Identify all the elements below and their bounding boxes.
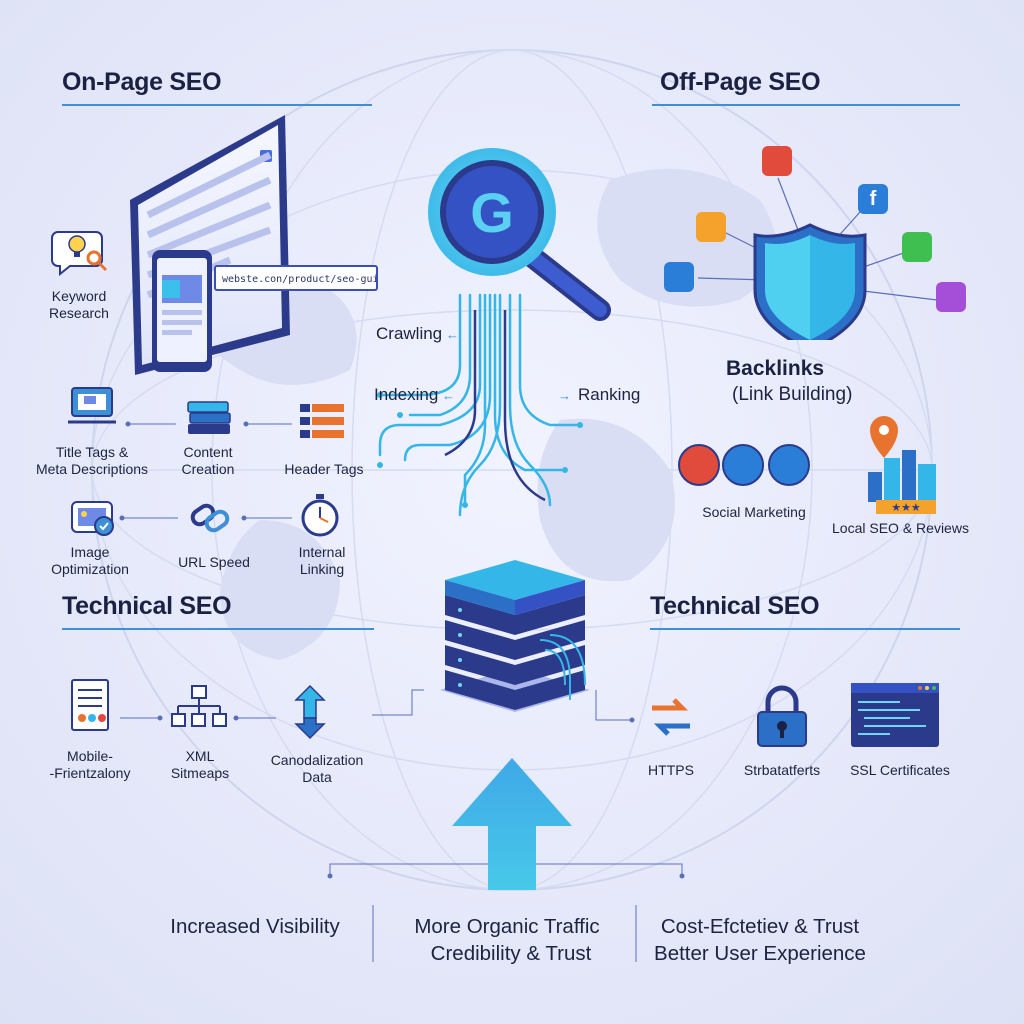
benefit-cost-effective: Cost-Efctetiev & Trust bbox=[660, 915, 860, 938]
monitor-phone-illustration bbox=[130, 115, 290, 375]
indexing-label: Indexing bbox=[374, 385, 439, 404]
lightbulb-search-icon bbox=[51, 231, 108, 276]
url-bar: webste.con/product/seo-guide bbox=[214, 265, 378, 291]
google-g-letter: G bbox=[470, 181, 514, 244]
link-icon bbox=[190, 503, 230, 533]
title-tags-icon bbox=[68, 387, 116, 424]
image-optimization-label: Image Optimization bbox=[51, 544, 129, 577]
arrow-right-icon: → bbox=[558, 388, 571, 403]
twitter-circle-icon bbox=[722, 444, 764, 486]
content-creation-label: Content Creation bbox=[181, 444, 235, 477]
technical-left-divider bbox=[62, 628, 374, 630]
up-arrow-icon bbox=[452, 758, 572, 890]
header-tags-label: Header Tags bbox=[284, 461, 364, 477]
content-creation-icon bbox=[187, 401, 231, 434]
refresh-arrows-icon bbox=[652, 698, 690, 736]
svg-text:★★★: ★★★ bbox=[891, 501, 921, 514]
crawling-label: Crawling bbox=[376, 324, 443, 343]
ssl-certificates-label: SSL Certificates bbox=[850, 762, 950, 778]
structured-data-label: Strbatatferts bbox=[743, 762, 821, 778]
vertical-arrows-icon bbox=[294, 684, 326, 740]
arrow-left-icon: ← bbox=[442, 388, 455, 403]
backlinks-label: Backlinks bbox=[726, 357, 825, 380]
email-icon bbox=[696, 212, 726, 242]
mobile-friendly-label: Mobile- -Frientzalony bbox=[49, 748, 131, 781]
internal-linking-label: Internal Linking bbox=[298, 544, 346, 577]
sitemap-icon bbox=[171, 685, 227, 727]
benefit-credibility: Credibility & Trust bbox=[430, 942, 592, 965]
on-page-seo-title: On-Page SEO bbox=[62, 68, 222, 96]
server-stack-icon bbox=[440, 560, 590, 712]
xml-sitemaps-label: XML Sitmeaps bbox=[170, 748, 230, 781]
chart-icon bbox=[902, 232, 932, 262]
technical-right-divider bbox=[650, 628, 960, 630]
twitter-icon bbox=[664, 262, 694, 292]
circuit-lines bbox=[377, 293, 583, 517]
header-tags-icon bbox=[300, 404, 344, 438]
document-icon bbox=[71, 679, 109, 731]
image-optimization-icon bbox=[71, 501, 114, 536]
local-seo-label: Local SEO & Reviews bbox=[832, 520, 969, 536]
mail-icon bbox=[936, 282, 966, 312]
facebook-icon: f bbox=[858, 184, 888, 214]
benefit-organic-traffic: More Organic Traffic bbox=[414, 915, 600, 938]
on-page-divider bbox=[62, 104, 372, 106]
technical-seo-right-title: Technical SEO bbox=[650, 592, 820, 620]
stopwatch-icon bbox=[301, 494, 339, 537]
instagram-icon bbox=[768, 444, 810, 486]
canonicalization-label: Canodalization Data bbox=[270, 752, 364, 785]
https-label: HTTPS bbox=[648, 762, 694, 778]
url-speed-label: URL Speed bbox=[178, 554, 250, 570]
off-page-divider bbox=[652, 104, 960, 106]
technical-seo-left-title: Technical SEO bbox=[62, 592, 232, 620]
title-tags-label: Title Tags & Meta Descriptions bbox=[35, 444, 149, 477]
arrow-left-icon: ← bbox=[446, 327, 459, 342]
ranking-label: Ranking bbox=[578, 385, 641, 404]
google-magnifier-icon bbox=[428, 148, 611, 321]
code-window-icon bbox=[851, 683, 939, 747]
shield-network bbox=[697, 177, 938, 340]
local-seo-city-icon: ★★★ bbox=[868, 416, 936, 514]
lock-icon bbox=[757, 685, 807, 747]
link-building-label: (Link Building) bbox=[732, 384, 853, 405]
profile-icon bbox=[678, 444, 720, 486]
video-icon bbox=[762, 146, 792, 176]
keyword-research-label: Keyword Research bbox=[49, 288, 109, 321]
benefit-user-experience: Better User Experience bbox=[654, 942, 866, 965]
social-marketing-label: Social Marketing bbox=[702, 504, 806, 520]
benefit-increased-visibility: Increased Visibility bbox=[170, 915, 340, 938]
off-page-seo-title: Off-Page SEO bbox=[660, 68, 821, 96]
